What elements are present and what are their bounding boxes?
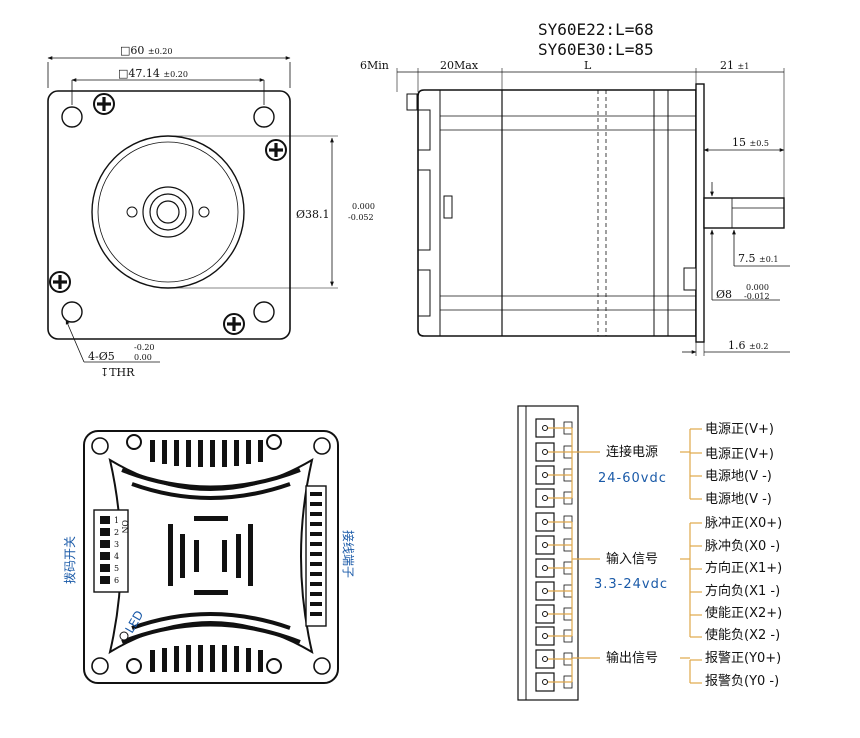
dim-shaft-dia: Ø8: [716, 288, 732, 301]
svg-text:-0.20: -0.20: [134, 343, 155, 352]
shaft: [703, 197, 785, 229]
screw-icon: [265, 139, 287, 161]
pin-label: 电源正(V+): [705, 422, 774, 437]
svg-text:1: 1: [114, 516, 119, 525]
group-label: 连接电源: [606, 444, 658, 460]
terminal-label: 接线端子: [341, 530, 356, 578]
mount-hole: [61, 301, 83, 323]
pin-label: 报警负(Y0 -): [705, 673, 779, 689]
svg-text:-0.012: -0.012: [744, 292, 770, 301]
dim-hole-spacing: □47.14 ±0.20: [118, 67, 188, 80]
dim-flat-depth: 7.5 ±0.1: [738, 252, 778, 265]
group-voltage: 24-60vdc: [598, 471, 667, 486]
pin-contact: [542, 679, 548, 685]
rear-view: 1 2 3 4 5 6 ON 拨码开关 接线端子 LED: [63, 430, 356, 684]
screw-icon: [49, 271, 71, 293]
dim-twenty-max: 20Max: [440, 59, 479, 72]
mount-hole: [313, 437, 331, 455]
svg-text:-0.052: -0.052: [348, 213, 374, 222]
dim-outer: □60 ±0.20: [120, 44, 172, 57]
shaft-end: [156, 200, 180, 224]
dim-length: L: [584, 59, 592, 72]
mount-hole: [253, 301, 275, 323]
connector-pins: [535, 418, 573, 692]
dim-six-min: 6Min: [360, 59, 389, 72]
dim-flange: 1.6 ±0.2: [728, 339, 768, 352]
front-view: □60 ±0.20 □47.14 ±0.20 Ø38.1 0.000 -0.05…: [47, 44, 375, 379]
svg-text:ON: ON: [120, 520, 129, 534]
pin-label: 使能正(X2+): [705, 605, 782, 621]
dip-switch-label: 拨码开关: [63, 536, 77, 584]
svg-text:5: 5: [114, 564, 119, 573]
mount-hole: [91, 437, 109, 455]
svg-text:↧THR: ↧THR: [100, 366, 135, 379]
mount-hole: [253, 106, 275, 128]
flange-outline: [47, 90, 291, 340]
pin-contact: [542, 633, 548, 639]
mount-hole: [91, 657, 109, 675]
mount-hole: [313, 657, 331, 675]
svg-text:0.000: 0.000: [352, 202, 375, 211]
pin-contact: [542, 425, 548, 431]
dip-switch: [93, 509, 129, 593]
mount-hole: [61, 106, 83, 128]
pin-label: 电源正(V+): [705, 447, 774, 462]
svg-text:4: 4: [114, 552, 119, 561]
led-indicator: [119, 631, 129, 641]
group-label: 输入信号: [606, 551, 658, 567]
svg-text:2: 2: [114, 528, 119, 537]
pin-contact: [542, 472, 548, 478]
pin-contact: [542, 588, 548, 594]
pin-contact: [542, 519, 548, 525]
dim-pilot: Ø38.1: [296, 208, 330, 221]
motor-body: [417, 89, 697, 337]
model-1: SY60E22:L=68: [538, 20, 654, 39]
screw-icon: [93, 93, 115, 115]
svg-text:0.000: 0.000: [746, 283, 769, 292]
pin-label: 方向负(X1 -): [705, 583, 780, 599]
wires: [548, 427, 702, 684]
front-flange: [695, 83, 705, 343]
svg-text:0.00: 0.00: [134, 353, 152, 362]
dim-shaft-len: 21 ±1: [720, 59, 749, 72]
pin-contact: [542, 495, 548, 501]
group-label: 输出信号: [606, 650, 658, 666]
model-2: SY60E30:L=85: [538, 40, 654, 59]
pin-label: 使能负(X2 -): [705, 627, 780, 643]
pin-contact: [542, 565, 548, 571]
svg-text:6: 6: [114, 576, 119, 585]
rear-connector: [443, 195, 453, 219]
group-voltage: 3.3-24vdc: [594, 577, 668, 592]
pin-label: 脉冲负(X0 -): [705, 539, 780, 554]
wiring-diagram: 连接电源 24-60vdc 输入信号 3.3-24vdc 输出信号 电源正(V+…: [517, 405, 782, 701]
pin-contact: [542, 449, 548, 455]
dim-holes: 4-Ø5: [88, 350, 115, 363]
svg-text:3: 3: [114, 540, 119, 549]
pin-label: 脉冲正(X0+): [705, 516, 782, 531]
pin-label: 电源地(V -): [705, 469, 772, 484]
dim-flat-len: 15 ±0.5: [732, 136, 769, 149]
pin-contact: [542, 611, 548, 617]
pin-label: 电源地(V -): [705, 492, 772, 507]
screw-icon: [223, 313, 245, 335]
pin-label: 报警正(Y0+): [705, 650, 781, 666]
side-view: SY60E22:L=68 SY60E30:L=85 6Min 20Max: [360, 20, 790, 356]
pin-contact: [542, 656, 548, 662]
pin-label: 方向正(X1+): [705, 560, 782, 576]
pin-contact: [542, 542, 548, 548]
